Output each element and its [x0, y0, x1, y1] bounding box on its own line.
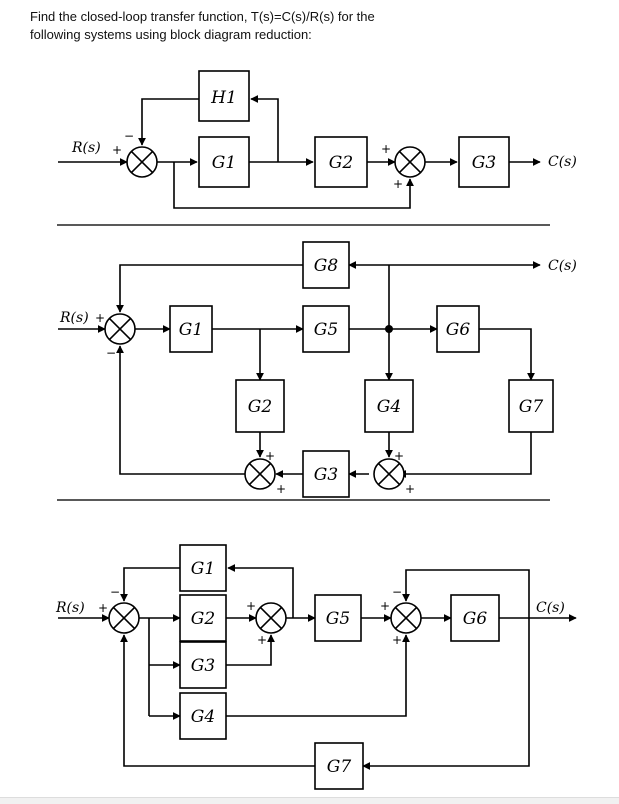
bottom-bar: [0, 797, 619, 804]
diagram-1: H1 G1 G2 G3 R(s) C(s) + − + +: [58, 70, 577, 209]
sign-plus: +: [246, 599, 256, 613]
block-g3: [302, 450, 350, 498]
sign-plus: +: [393, 177, 403, 191]
block-g1: [179, 544, 227, 592]
block-g1: [198, 136, 250, 188]
summing-junction-2: [244, 458, 276, 490]
block-g7-label: G7: [519, 397, 544, 417]
input-label: R(s): [59, 310, 89, 326]
summing-junction-1: [104, 313, 136, 345]
block-g5: [314, 594, 362, 642]
block-g8-label: G8: [314, 256, 339, 276]
sign-plus: +: [381, 142, 391, 156]
block-g6-label: G6: [463, 609, 488, 629]
block-h1: [198, 70, 250, 122]
block-g1-label: G1: [191, 559, 215, 579]
summing-junction-3: [390, 602, 422, 634]
input-label: R(s): [71, 140, 101, 156]
summing-junction-3: [373, 458, 405, 490]
summing-junction-2: [255, 602, 287, 634]
summing-junction-1: [108, 602, 140, 634]
block-g1: [169, 305, 213, 353]
question-text: Find the closed-loop transfer function, …: [30, 8, 590, 44]
sign-minus: −: [110, 585, 120, 599]
block-g7: [508, 379, 554, 433]
sign-plus: +: [405, 482, 415, 496]
block-g2: [314, 136, 368, 188]
output-label: C(s): [536, 600, 565, 616]
sign-plus: +: [276, 482, 286, 496]
sign-plus: +: [98, 601, 108, 615]
diagram-3: G1 G2 G3 G4 G5 G6 G7 R(s) C(s): [55, 544, 577, 790]
block-g6-label: G6: [446, 320, 471, 340]
block-g3-label: G3: [191, 656, 215, 676]
sign-plus: +: [95, 311, 105, 325]
block-g1-label: G1: [179, 320, 203, 340]
block-g7: [314, 742, 364, 790]
block-g4-label: G4: [377, 397, 401, 417]
output-label: C(s): [548, 154, 577, 170]
block-g1-label: G1: [212, 153, 236, 173]
block-g6: [450, 594, 500, 642]
diagram-2: G8 G1 G5 G6 G2 G4 G7 G3 R(s): [58, 241, 577, 498]
summing-junction-2: [394, 146, 426, 178]
sign-minus: −: [106, 346, 116, 360]
sign-plus: +: [257, 633, 267, 647]
block-g4: [364, 379, 414, 433]
block-g5-label: G5: [326, 609, 350, 629]
block-g2-label: G2: [329, 153, 353, 173]
question-line-1: Find the closed-loop transfer function, …: [30, 9, 375, 24]
summing-junction-1: [126, 146, 158, 178]
block-g2: [179, 594, 227, 642]
sign-plus: +: [265, 449, 275, 463]
block-g4-label: G4: [191, 707, 215, 727]
question-line-2: following systems using block diagram re…: [30, 27, 312, 42]
block-g4: [179, 692, 227, 740]
block-g3: [458, 136, 510, 188]
sign-minus: −: [392, 585, 402, 599]
block-g8: [302, 241, 350, 289]
block-g2-label: G2: [191, 609, 215, 629]
block-g2: [235, 379, 285, 433]
block-h1-label: H1: [210, 88, 237, 108]
sign-plus: +: [394, 449, 404, 463]
block-g3: [179, 641, 227, 689]
block-g5: [302, 305, 350, 353]
block-g6: [436, 305, 480, 353]
sign-plus: +: [112, 143, 122, 157]
block-g5-label: G5: [314, 320, 338, 340]
block-g3-label: G3: [472, 153, 496, 173]
sign-plus: +: [392, 633, 402, 647]
sign-plus: +: [380, 599, 390, 613]
input-label: R(s): [55, 600, 85, 616]
block-g3-label: G3: [314, 465, 338, 485]
block-g7-label: G7: [327, 757, 352, 777]
output-label: C(s): [548, 258, 577, 274]
block-g2-label: G2: [248, 397, 272, 417]
pickoff-point: [385, 325, 393, 333]
sign-minus: −: [124, 129, 134, 143]
